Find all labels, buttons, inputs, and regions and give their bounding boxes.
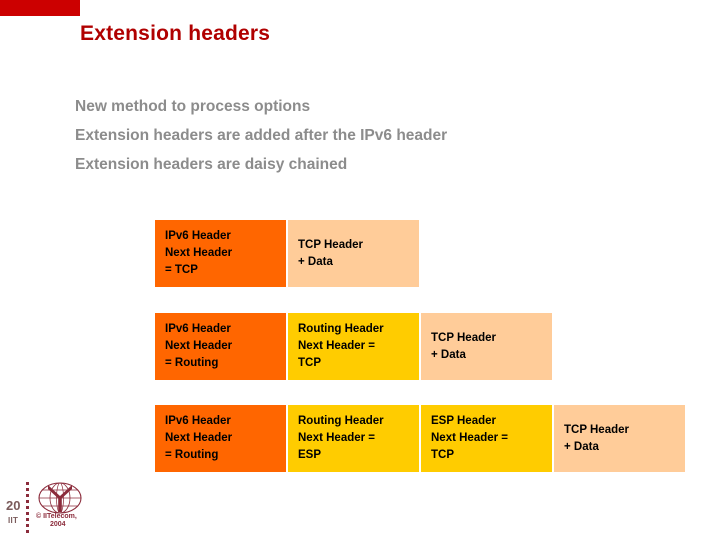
packet-header-line: TCP Header [564,423,629,436]
packet-header-line: TCP Header [298,238,363,251]
packet-header-line: Next Header [165,340,233,352]
accent-bar [0,0,80,16]
packet-header-line: = Routing [165,357,219,369]
packet-header-line: + Data [564,440,599,453]
bullet-item: Extension headers are daisy chained [75,156,348,173]
packet-header-line: = TCP [165,264,198,276]
packet-header-line: + Data [431,348,466,361]
page-title: Extension headers [80,22,271,45]
packet-header-box: TCP Header + Data [421,313,552,380]
packet-header-line: IPv6 Header [165,230,231,242]
packet-header-line: IPv6 Header [165,323,231,335]
bullet-item: New method to process options [75,98,311,115]
packet-header-line: = Routing [165,449,219,461]
slide-footer: 20 IIT © IITelecom, 2004 [0,480,200,540]
packet-header-line: Next Header [165,247,233,259]
packet-header-line: TCP [431,449,454,461]
packet-header-line: Next Header = [431,432,509,444]
packet-header-line: Routing Header [298,323,384,335]
packet-header-line: ESP [298,449,322,461]
bullet-item: Extension headers are added after the IP… [75,127,448,144]
copyright-line-1: © IITelecom, [36,513,77,520]
packet-header-line: Next Header = [298,432,376,444]
packet-header-line: ESP Header [431,415,496,427]
dotted-divider [26,482,29,534]
packet-header-line: TCP Header [431,331,496,344]
packet-header-line: IPv6 Header [165,415,231,427]
packet-header-line: TCP [298,357,321,369]
packet-header-line: Next Header [165,432,233,444]
iitelecom-globe-logo-icon [36,481,84,517]
packet-header-box: TCP Header + Data [554,405,685,472]
page-number: 20 [6,498,21,513]
copyright-line-2: 2004 [50,521,66,528]
org-abbrev-label: IIT [8,516,19,525]
packet-header-line: + Data [298,255,333,268]
packet-header-line: Next Header = [298,340,376,352]
packet-header-line: Routing Header [298,415,384,427]
bullet-list: New method to process options Extension … [75,92,675,179]
packet-header-box: TCP Header + Data [288,220,419,287]
